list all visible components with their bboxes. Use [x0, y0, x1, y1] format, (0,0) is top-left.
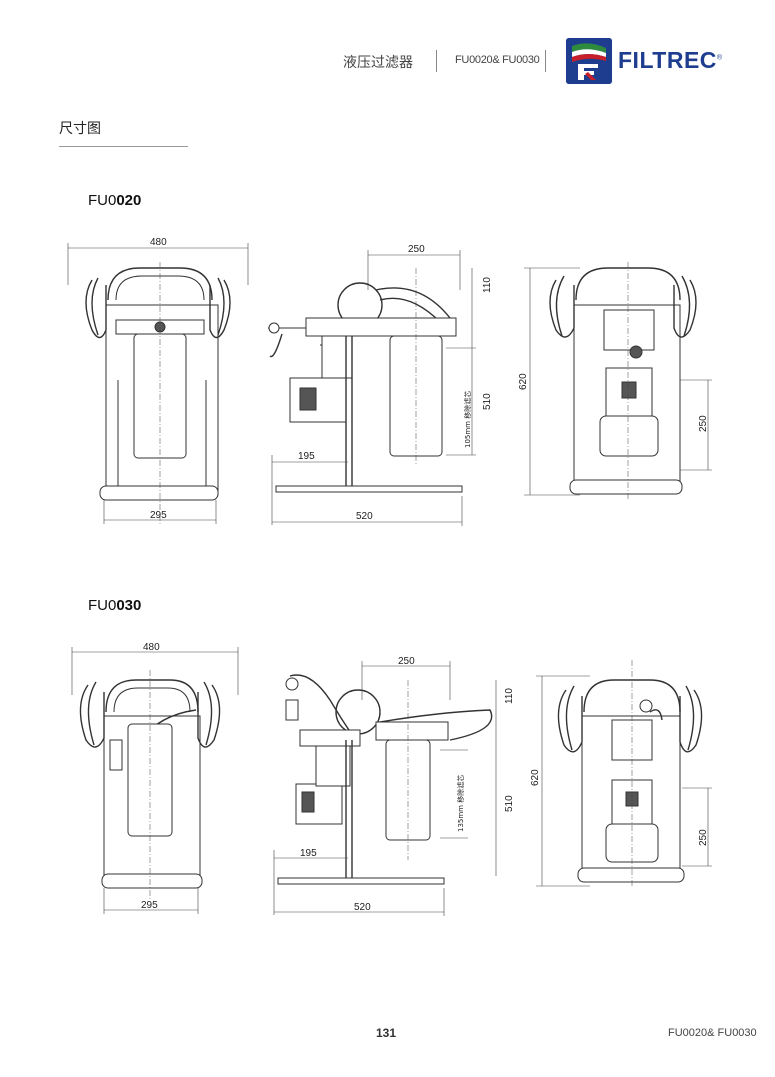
fu0020-side-view: 250 110 510 105mm 移除滤芯 195 520 — [268, 244, 493, 526]
fu0020-rear-height-dim: 620 — [518, 373, 529, 390]
fu0030-element-removal-note: 135mm 移除滤芯 — [456, 775, 465, 832]
fu0020-rear-motor-dim: 250 — [698, 415, 709, 432]
fu0030-side-offset-dim: 195 — [300, 848, 317, 859]
fu0020-side-height-dim: 510 — [482, 393, 493, 410]
fu0030-front-view: 480 295 — [71, 642, 239, 914]
page-number: 131 — [376, 1026, 397, 1040]
brand-name: FILTREC® — [618, 47, 723, 73]
section-title: 尺寸图 — [59, 121, 101, 137]
header-title: 液压过滤器 — [343, 55, 413, 71]
fu0020-front-width-dim: 480 — [150, 237, 167, 248]
fu0030-rear-view: 620 250 — [530, 660, 712, 888]
fu0030-side-height-dim: 510 — [504, 795, 515, 812]
section-divider — [59, 146, 188, 147]
header-model: FU0020& FU0030 — [455, 54, 540, 66]
fu0030-side-top-dim: 250 — [398, 656, 415, 667]
fu0030-side-base-dim: 520 — [354, 902, 371, 913]
fu0020-front-view: 480 295 — [67, 237, 249, 525]
fu0020-front-base-dim: 295 — [150, 510, 167, 521]
fu0030-front-base-dim: 295 — [141, 900, 158, 911]
fu0030-rear-motor-dim: 250 — [698, 829, 709, 846]
fu0030-rear-height-dim: 620 — [530, 769, 541, 786]
model-label-fu0030: FU0030 — [88, 597, 142, 614]
fu0030-front-width-dim: 480 — [143, 642, 160, 653]
fu0020-side-top-dim: 250 — [408, 244, 425, 255]
fu0020-rear-view: 620 250 — [518, 262, 712, 500]
fu0020-side-base-dim: 520 — [356, 511, 373, 522]
fu0030-side-view: 250 110 510 135mm 移除滤芯 195 520 — [273, 656, 515, 916]
header-separator — [436, 50, 437, 72]
fu0020-side-offset-dim: 195 — [298, 451, 315, 462]
header-separator — [545, 50, 546, 72]
model-label-fu0020: FU0020 — [88, 192, 142, 209]
fu0020-element-removal-note: 105mm 移除滤芯 — [463, 391, 472, 448]
footer-model: FU0020& FU0030 — [668, 1027, 757, 1039]
filtrec-logo-icon — [566, 38, 612, 84]
fu0030-side-cap-dim: 110 — [504, 688, 515, 704]
fu0020-side-cap-dim: 110 — [482, 277, 493, 293]
